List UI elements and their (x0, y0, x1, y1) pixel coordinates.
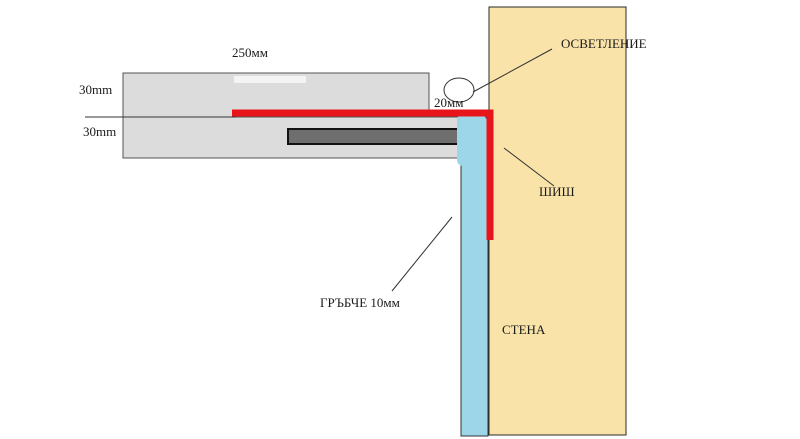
label-width-250: 250мм (232, 45, 268, 60)
shelf-highlight (234, 76, 306, 83)
label-height-30-bottom: 30mm (83, 124, 116, 139)
label-wall: СТЕНА (502, 322, 546, 337)
wall (488, 6, 627, 436)
leader-bolt (503, 147, 555, 187)
comb-strip-top (457, 114, 486, 166)
label-comb-strip: ГРЪБЧЕ 10мм (320, 295, 400, 310)
inner-insert (287, 128, 479, 145)
comb-strip (460, 117, 489, 437)
label-gap-20: 20мм (434, 95, 463, 110)
leader-comb (391, 216, 453, 292)
label-height-30-top: 30mm (79, 82, 112, 97)
bolt-red-line (232, 109, 494, 240)
label-lighting: ОСВЕТЛЕНИЕ (561, 36, 647, 51)
label-bolt: ШИШ (539, 184, 575, 199)
leader-lighting (472, 48, 553, 93)
lighting-oval (443, 77, 475, 103)
